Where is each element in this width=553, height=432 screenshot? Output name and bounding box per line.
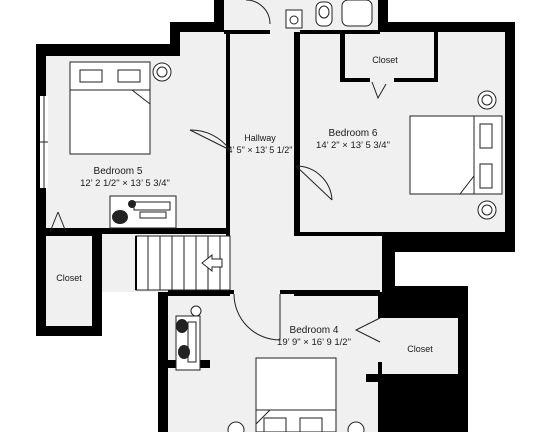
bedroom-6-dims: 14’ 2" × 13’ 5 3/4" <box>316 140 390 151</box>
bedroom-4-name: Bedroom 4 <box>290 325 339 336</box>
lamp-icon <box>227 421 245 432</box>
bedroom-6-name: Bedroom 6 <box>329 128 378 139</box>
closet-right-floor <box>378 318 458 374</box>
doors <box>49 0 387 343</box>
closet-left-label: Closet <box>56 273 82 283</box>
closet-left-floor <box>46 236 92 326</box>
bathroom-fixtures <box>285 0 373 29</box>
closet-top-floor <box>348 36 434 80</box>
lamp-icon <box>190 305 202 317</box>
bedroom-5-dims: 12’ 2 1/2" × 13’ 5 3/4" <box>80 178 170 189</box>
closet-top-label: Closet <box>372 55 398 65</box>
hallway-name: Hallway <box>244 133 276 143</box>
lamp-icon <box>477 200 497 220</box>
stairs-direction-arrow-icon <box>201 253 223 273</box>
bedroom-5-furniture <box>69 61 177 229</box>
room-labels: Bedroom 5 12’ 2 1/2" × 13’ 5 3/4" Hallwa… <box>56 55 433 354</box>
bedroom-4-furniture <box>175 305 365 432</box>
lamp-icon <box>347 421 365 432</box>
bedroom-6-furniture <box>409 90 503 220</box>
bathtub-icon <box>341 0 373 27</box>
hallway-dims: 4’ 5" × 13’ 5 1/2" <box>227 145 292 155</box>
bedroom-5-name: Bedroom 5 <box>94 166 143 177</box>
lamp-icon <box>152 62 172 82</box>
sink-icon <box>285 9 303 29</box>
lamp-icon <box>477 90 497 110</box>
closet-right-label: Closet <box>407 344 433 354</box>
window-left <box>40 96 48 188</box>
bedroom-4-dims: 19’ 9" × 16’ 9 1/2" <box>277 337 351 348</box>
staircase <box>135 235 231 291</box>
